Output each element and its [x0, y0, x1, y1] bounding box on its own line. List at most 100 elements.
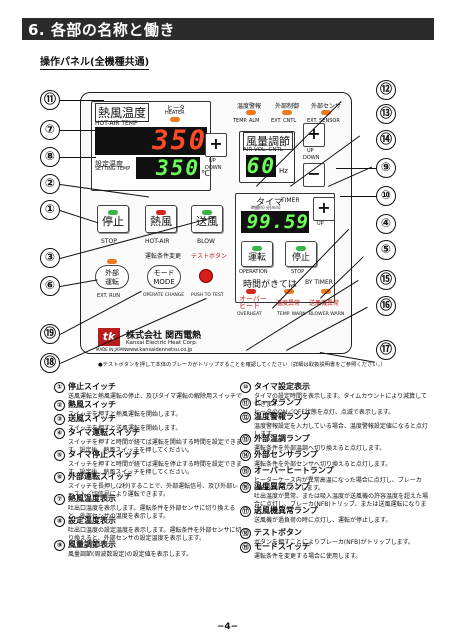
timer-stop-sub: STOP	[291, 269, 305, 275]
description-number: ④	[54, 428, 65, 439]
description-title: 送風スイッチ	[68, 414, 116, 423]
timer-up-label: UP	[317, 221, 324, 227]
description-title: 設定温度表示	[68, 516, 116, 525]
control-panel-figure: 熱風温度 ヒータ HEATER HOT-AIR TEMP 350 設定温度 SE…	[0, 70, 455, 375]
description-number: ⑦	[54, 494, 65, 505]
stop-button[interactable]: 停止	[97, 205, 129, 233]
timer-stop-button-label: 停止	[291, 253, 310, 263]
description-number: ⑨	[54, 540, 65, 551]
maker-en: Kansai Electric Heat Corp.	[126, 340, 198, 346]
description-body: タイマの設定時間を表示します。タイムカウントにより減算していきます。	[254, 393, 427, 409]
timer-sub: TIMER	[281, 197, 300, 204]
description-number: ⑤	[54, 450, 65, 461]
leader-11	[60, 100, 104, 101]
timer-stop-button[interactable]: 停止	[285, 241, 317, 267]
description-body: スイッチを長押し(2秒)することで、外部運転信号、及び外部レース入／切信号により…	[68, 483, 239, 499]
temp-alarm-lamp	[246, 110, 256, 115]
description-number: ⑮	[240, 466, 251, 477]
page-number: −4−	[216, 622, 239, 632]
ext-control-label: 外部制御	[275, 103, 300, 110]
push-to-test-label: PUSH TO TEST	[191, 293, 224, 298]
description-body: 運転条件を外部センサへ切り換えると点灯します。	[254, 461, 392, 468]
leader-9	[336, 168, 376, 169]
timer-label: タイマ	[256, 198, 284, 208]
description-body: スイッチを押すと熱風運転を開始します。	[68, 411, 182, 418]
description-body: 吐出温度が異常、または吸入温度が送風機の許容温度を超えた場合に点灯し、ブレーカ(…	[254, 493, 429, 517]
section-title: 操作パネル(全機種共通)	[40, 53, 150, 70]
description-number: ③	[54, 414, 65, 425]
callout-16: ⑯	[376, 296, 396, 316]
heater-lamp	[170, 117, 180, 122]
timer-stop-led	[296, 246, 306, 251]
mode-change-label: 運転条件変更	[145, 253, 182, 260]
description-body: ヒータのON／OFF状態を点灯、点滅で表示します。	[254, 409, 395, 416]
ext-sensor-sub: EXT. SENSOR	[307, 118, 340, 124]
description-body: 運転条件を外部温調へ切り換えると点灯します。	[254, 445, 386, 452]
description-body: スイッチを押すと時間が経てば運転を停止する時間を設定できます。設定後、熱風スイッ…	[68, 461, 242, 477]
leader-10	[340, 196, 376, 197]
alarm-temp-sub: TEMP. ALM	[233, 118, 260, 124]
callout-15: ⑮	[376, 270, 396, 290]
description-number: ⑧	[54, 516, 65, 527]
operation-led	[252, 246, 262, 251]
maker-name: 株式会社 関西電熱	[126, 331, 202, 341]
description-body: スイッチを押すと時間が経てば運転を開始する時間を設定できます。設定後、熱風スイッ…	[68, 439, 242, 455]
air-vol-sub: AIR VOL. CNTL	[243, 147, 283, 153]
description-title: 外部センサランプ	[254, 450, 318, 459]
temp-warn-sub: TEMP. WARN	[277, 312, 306, 317]
callout-4: ④	[376, 214, 396, 234]
air-down-label: DOWN	[303, 155, 320, 161]
description-number: ⑯	[240, 482, 251, 493]
description-number: ⑪	[240, 398, 251, 409]
hz-unit: Hz	[279, 167, 288, 175]
callout-18: ⑱	[40, 353, 60, 373]
description-body: 風量調節(周波数設定)の設定値を表示します。	[68, 551, 193, 558]
stop-button-label: 停止	[102, 215, 124, 228]
timer-up-button[interactable]: +	[313, 197, 335, 221]
callout-11: ⑪	[40, 90, 60, 110]
ext-control-lamp	[282, 110, 292, 115]
page-title: 6. 各部の名称と働き	[28, 21, 175, 39]
description-title: タイマ運転スイッチ	[68, 428, 140, 437]
stop-led	[108, 210, 118, 215]
ext-control-sub: EXT. CNTL	[271, 118, 297, 124]
ext-run-button[interactable]: 外部 運転	[95, 265, 129, 289]
air-vol-label: 風量調節	[243, 132, 293, 150]
description-number: ⑱	[240, 528, 251, 539]
setting-display: 350	[136, 157, 200, 179]
page-header: 6. 各部の名称と働き	[22, 18, 434, 40]
callout-8: ⑧	[40, 147, 60, 167]
made-in-label: MADE IN JAPAN	[96, 347, 127, 352]
operation-button[interactable]: 運転	[241, 241, 273, 267]
description-title: 停止スイッチ	[68, 382, 116, 391]
hot-air-temp-label: HOT-AIR TEMP	[95, 120, 138, 127]
air-up-button[interactable]: +	[303, 123, 325, 147]
ext-run-sub: EXT. RUN	[97, 293, 121, 299]
description-title: 送風機異常ランプ	[254, 506, 318, 515]
maker-url: www.kansaidennetsu.co.jp	[126, 347, 193, 353]
ext-sensor-label: 外部センサ	[311, 103, 342, 110]
description-title: ヒータランプ	[254, 398, 302, 407]
description-title: 熱風スイッチ	[68, 400, 116, 409]
description-title: 外部運転スイッチ	[68, 472, 132, 481]
description-number: ⑭	[240, 450, 251, 461]
description-body: 温度警報設定を入力している場合、温度警報設定値になると点灯します。	[254, 423, 428, 439]
description-body: 運転条件を変更する場合に使用します。	[254, 553, 362, 560]
operation-sub: OPERATION	[239, 269, 268, 275]
callout-14: ⑭	[376, 130, 396, 150]
temp-warn-label: 温度異常	[276, 300, 301, 307]
temp-display: 350	[95, 127, 207, 155]
timer-display: 99.59	[241, 211, 309, 233]
callout-10: ⑩	[376, 186, 396, 206]
description-title: タイマ停止スイッチ	[68, 450, 140, 459]
description-number: ⑫	[240, 412, 251, 423]
mode-button[interactable]: モード MODE	[147, 265, 181, 289]
ext-sensor-lamp	[321, 110, 331, 115]
description-title: 風量調節表示	[68, 540, 116, 549]
blow-sub: BLOW	[197, 238, 215, 245]
temp-up-button[interactable]: +	[205, 133, 227, 157]
test-button[interactable]	[199, 269, 213, 283]
callout-7: ⑦	[40, 120, 60, 140]
description-number: ⑬	[240, 434, 251, 445]
description-body: 吐出口温度を表示します。運転条件を外部センサに切り換えると、外部センサの温度を表…	[68, 505, 236, 521]
